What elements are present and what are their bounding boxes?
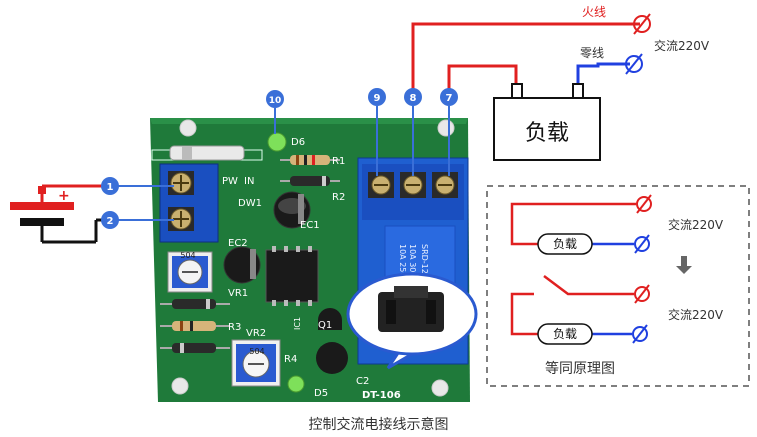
silk-pw: PW [222, 176, 238, 187]
ac-label-top: 交流220V [654, 38, 710, 53]
led-d5 [287, 375, 305, 393]
ic-chip [265, 249, 319, 303]
silk-ic1: IC1 [293, 317, 302, 330]
equivalent-top [510, 194, 652, 255]
equivalent-bottom [510, 275, 650, 345]
silk-q1: Q1 [318, 320, 332, 331]
equiv-ac-bottom: 交流220V [668, 307, 724, 322]
silk-r1: R1 [332, 156, 345, 167]
relay-model: SRD-12 [420, 244, 429, 274]
board-silk-labels: D6 R1 R2 PW IN DW1 EC1 EC2 VR1 R3 VR2 R4… [222, 137, 401, 401]
silk-c2: C2 [356, 376, 369, 387]
silk-in: IN [244, 176, 254, 187]
silk-ec2: EC2 [228, 238, 248, 249]
badge-8: 8 [410, 93, 417, 104]
badge-9: 9 [374, 93, 381, 104]
pot-code-1: 504 [180, 251, 195, 260]
silk-d6: D6 [291, 137, 305, 148]
badge-2: 2 [107, 216, 114, 227]
silk-vr2: VR2 [246, 328, 266, 339]
load-box [493, 83, 601, 161]
resistors-top [280, 155, 340, 186]
potentiometer-vr1 [167, 251, 213, 293]
svg-text:+: + [58, 188, 70, 204]
input-terminal-block [159, 163, 219, 243]
down-arrow-icon [676, 256, 692, 274]
terminal-badges [101, 88, 458, 229]
live-label: 火线 [582, 5, 606, 19]
fuse [169, 145, 245, 161]
transistor-q1 [318, 308, 342, 330]
relay-rating-2: 10A 30V [408, 244, 417, 278]
capacitor-c2 [316, 342, 348, 374]
silk-ec1: EC1 [300, 220, 320, 231]
equivalent-title: 等同原理图 [545, 360, 615, 377]
silk-r4: R4 [284, 354, 297, 365]
potentiometer-vr2 [231, 339, 281, 387]
battery-symbol: + [10, 184, 110, 244]
diagram-caption: 控制交流电接线示意图 [308, 417, 449, 433]
badge-1: 1 [107, 182, 114, 193]
silk-vr1: VR1 [228, 288, 248, 299]
badge-10: 10 [269, 96, 282, 106]
ac-wiring [411, 13, 651, 92]
equiv-load-top: 负载 [553, 237, 577, 251]
neutral-label: 零线 [580, 46, 604, 60]
led-d6 [267, 132, 287, 152]
relay-rating-1: 10A 250V [398, 244, 407, 283]
pot-code-2: 504 [249, 347, 264, 356]
silk-r2: R2 [332, 192, 345, 203]
relay-terminals [368, 172, 458, 198]
equivalent-box [486, 185, 750, 387]
resistors-lower [160, 299, 230, 353]
jumper-zoom [346, 272, 478, 370]
equiv-load-bottom: 负载 [553, 327, 577, 341]
equiv-ac-top: 交流220V [668, 217, 724, 232]
load-label: 负载 [525, 121, 569, 146]
silk-d5: D5 [314, 388, 328, 399]
board-model: DT-106 [362, 390, 401, 401]
silk-r3: R3 [228, 322, 241, 333]
silk-dw1: DW1 [238, 198, 262, 209]
badge-7: 7 [446, 93, 453, 104]
